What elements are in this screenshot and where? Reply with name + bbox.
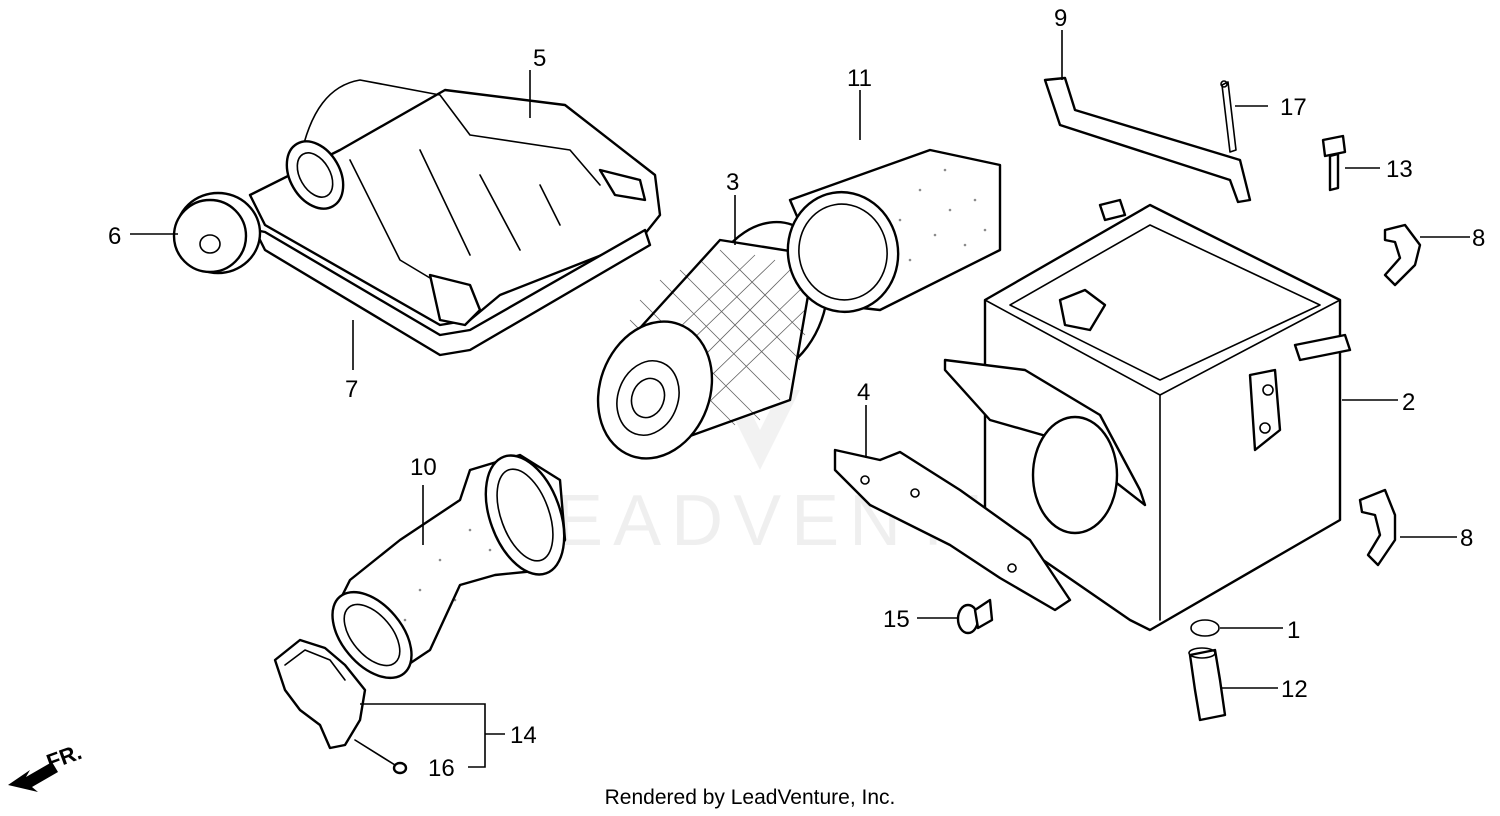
part-1-clamp[interactable] (1190, 619, 1220, 637)
part-11-foam[interactable] (778, 148, 1002, 321)
callout-15[interactable]: 15 (883, 606, 910, 633)
part-13-bolt[interactable] (1321, 134, 1347, 192)
part-3-element[interactable] (579, 204, 848, 474)
front-arrow-icon (8, 762, 58, 792)
part-8-clip-upper[interactable] (1383, 223, 1422, 287)
callout-12[interactable]: 12 (1281, 676, 1308, 703)
callout-10[interactable]: 10 (410, 454, 437, 481)
callout-8-lower[interactable]: 8 (1460, 525, 1473, 552)
callout-8-upper[interactable]: 8 (1472, 225, 1485, 252)
part-2-case[interactable] (943, 198, 1352, 632)
front-direction-indicator: FR. (8, 739, 85, 792)
part-12-drain-tube[interactable] (1188, 647, 1227, 722)
part-8-clip-lower[interactable] (1358, 488, 1397, 567)
leader-lines (130, 30, 1470, 768)
callout-5[interactable]: 5 (533, 45, 546, 72)
front-label: FR. (43, 739, 85, 775)
callout-6[interactable]: 6 (108, 223, 121, 250)
callout-3[interactable]: 3 (726, 169, 739, 196)
part-16-screw[interactable] (354, 739, 408, 775)
part-5-cover[interactable] (248, 79, 662, 327)
callout-16[interactable]: 16 (428, 755, 455, 782)
callout-1[interactable]: 1 (1287, 617, 1300, 644)
part-14-clamp[interactable] (273, 638, 367, 750)
callout-2[interactable]: 2 (1402, 389, 1415, 416)
callout-7[interactable]: 7 (345, 376, 358, 403)
part-15-grommet[interactable] (956, 598, 994, 635)
callout-17[interactable]: 17 (1280, 94, 1307, 121)
part-10-intake-tube[interactable] (317, 445, 579, 693)
part-7-gasket[interactable] (253, 228, 652, 357)
part-9-band[interactable] (1043, 76, 1252, 204)
callouts: 5 6 7 9 11 17 13 3 8 2 4 8 10 15 1 12 14… (108, 5, 1485, 782)
callout-11[interactable]: 11 (847, 65, 872, 92)
callout-4[interactable]: 4 (857, 379, 870, 406)
part-6-cap[interactable] (172, 191, 262, 275)
part-4-plate[interactable] (833, 448, 1072, 612)
callout-14[interactable]: 14 (510, 722, 537, 749)
part-17-pin[interactable] (1220, 80, 1237, 153)
render-credit: Rendered by LeadVenture, Inc. (604, 786, 896, 809)
callout-13[interactable]: 13 (1386, 156, 1413, 183)
callout-9[interactable]: 9 (1054, 5, 1067, 32)
